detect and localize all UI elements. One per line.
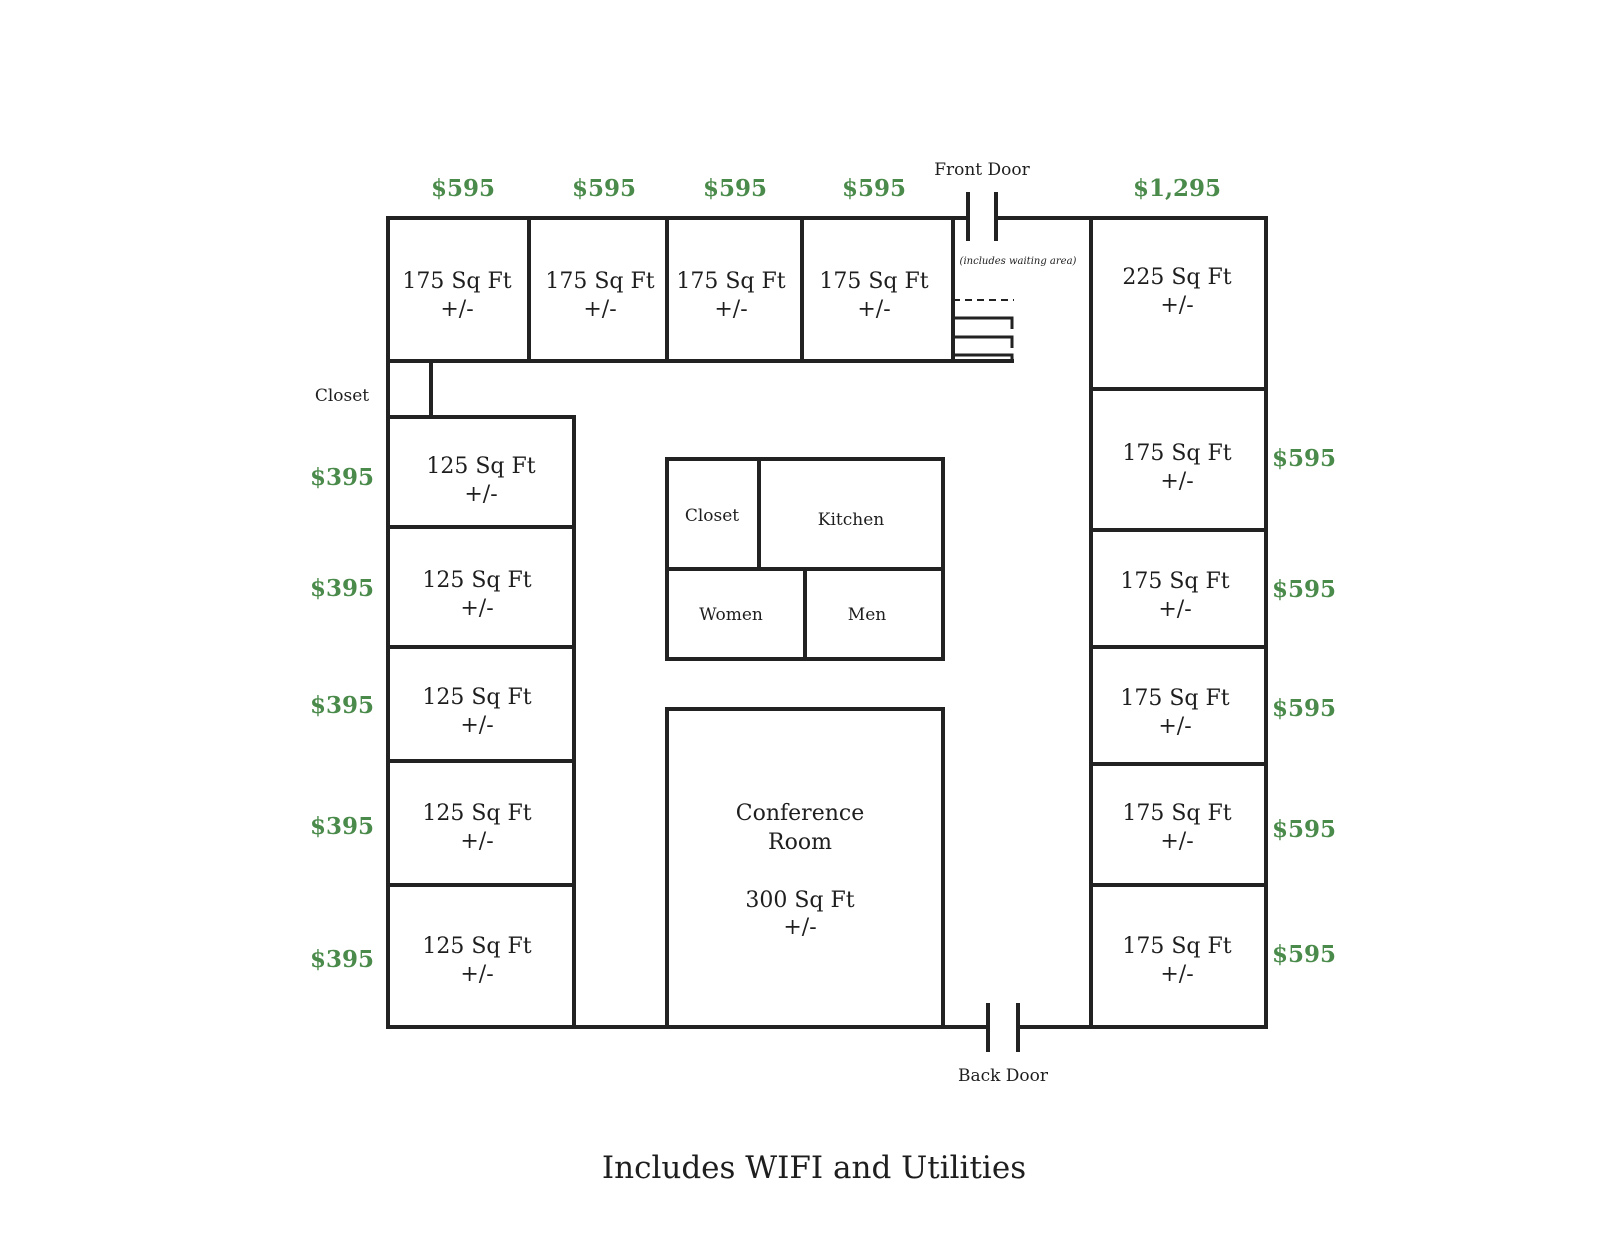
price-top-4: $595 — [842, 175, 906, 202]
price-left-5: $395 — [310, 946, 374, 973]
front-door-opening — [966, 214, 996, 222]
women-restroom-label: Women — [699, 605, 763, 625]
left-office-2-area: 125 Sq Ft — [422, 568, 531, 593]
left-office-3-tolerance: +/- — [460, 713, 493, 738]
right-office-1-area: 175 Sq Ft — [1122, 441, 1231, 466]
left-office-1-tolerance: +/- — [464, 482, 497, 507]
right-office-4-tolerance: +/- — [1160, 829, 1193, 854]
top-office-1-tolerance: +/- — [440, 297, 473, 322]
conference-room — [665, 707, 945, 1029]
men-restroom-label: Men — [848, 605, 886, 625]
right-office-4-area: 175 Sq Ft — [1122, 801, 1231, 826]
corner-office-tolerance: +/- — [1160, 293, 1193, 318]
left-closet-label: Closet — [315, 386, 369, 406]
price-right-5: $595 — [1272, 941, 1336, 968]
price-left-4: $395 — [310, 813, 374, 840]
price-top-2: $595 — [572, 175, 636, 202]
left-office-5-tolerance: +/- — [460, 962, 493, 987]
left-office-4-tolerance: +/- — [460, 829, 493, 854]
conference-room-area: 300 Sq Ft — [745, 888, 854, 913]
front-door-label: Front Door — [934, 160, 1030, 180]
right-office-5-tolerance: +/- — [1160, 962, 1193, 987]
stair-step-3 — [953, 353, 1014, 361]
left-column — [386, 415, 576, 1029]
right-office-1-tolerance: +/- — [1160, 469, 1193, 494]
price-right-3: $595 — [1272, 695, 1336, 722]
conference-room-name-2: Room — [768, 830, 832, 855]
left-office-5-area: 125 Sq Ft — [422, 934, 531, 959]
price-right-4: $595 — [1272, 816, 1336, 843]
conference-room-name-1: Conference — [736, 801, 864, 826]
right-office-2-tolerance: +/- — [1158, 597, 1191, 622]
price-corner-office: $1,295 — [1133, 175, 1221, 202]
left-office-3-area: 125 Sq Ft — [422, 685, 531, 710]
stair-step-2 — [953, 335, 1014, 348]
back-door-opening — [986, 1022, 1018, 1031]
price-left-3: $395 — [310, 692, 374, 719]
kitchen-label: Kitchen — [818, 510, 884, 530]
stair-step-1 — [953, 316, 1014, 329]
top-office-3-tolerance: +/- — [714, 297, 747, 322]
right-office-3-area: 175 Sq Ft — [1120, 686, 1229, 711]
top-office-2-area: 175 Sq Ft — [545, 269, 654, 294]
price-top-1: $595 — [431, 175, 495, 202]
price-right-1: $595 — [1272, 445, 1336, 472]
top-office-1-area: 175 Sq Ft — [402, 269, 511, 294]
price-right-2: $595 — [1272, 576, 1336, 603]
waiting-area-label: (includes waiting area) — [960, 256, 1077, 267]
center-closet-label: Closet — [685, 506, 739, 526]
price-left-2: $395 — [310, 575, 374, 602]
top-office-4-area: 175 Sq Ft — [819, 269, 928, 294]
left-office-4-area: 125 Sq Ft — [422, 801, 531, 826]
left-office-2-tolerance: +/- — [460, 596, 493, 621]
corner-office-area: 225 Sq Ft — [1122, 265, 1231, 290]
top-office-4-tolerance: +/- — [857, 297, 890, 322]
price-top-3: $595 — [703, 175, 767, 202]
back-door-label: Back Door — [958, 1066, 1049, 1086]
footer-note: Includes WIFI and Utilities — [602, 1150, 1026, 1186]
top-office-2-tolerance: +/- — [583, 297, 616, 322]
top-office-3-area: 175 Sq Ft — [676, 269, 785, 294]
conference-room-tolerance: +/- — [783, 915, 816, 940]
left-office-1-area: 125 Sq Ft — [426, 454, 535, 479]
right-office-2-area: 175 Sq Ft — [1120, 569, 1229, 594]
right-office-5-area: 175 Sq Ft — [1122, 934, 1231, 959]
price-left-1: $395 — [310, 464, 374, 491]
right-office-3-tolerance: +/- — [1158, 714, 1191, 739]
